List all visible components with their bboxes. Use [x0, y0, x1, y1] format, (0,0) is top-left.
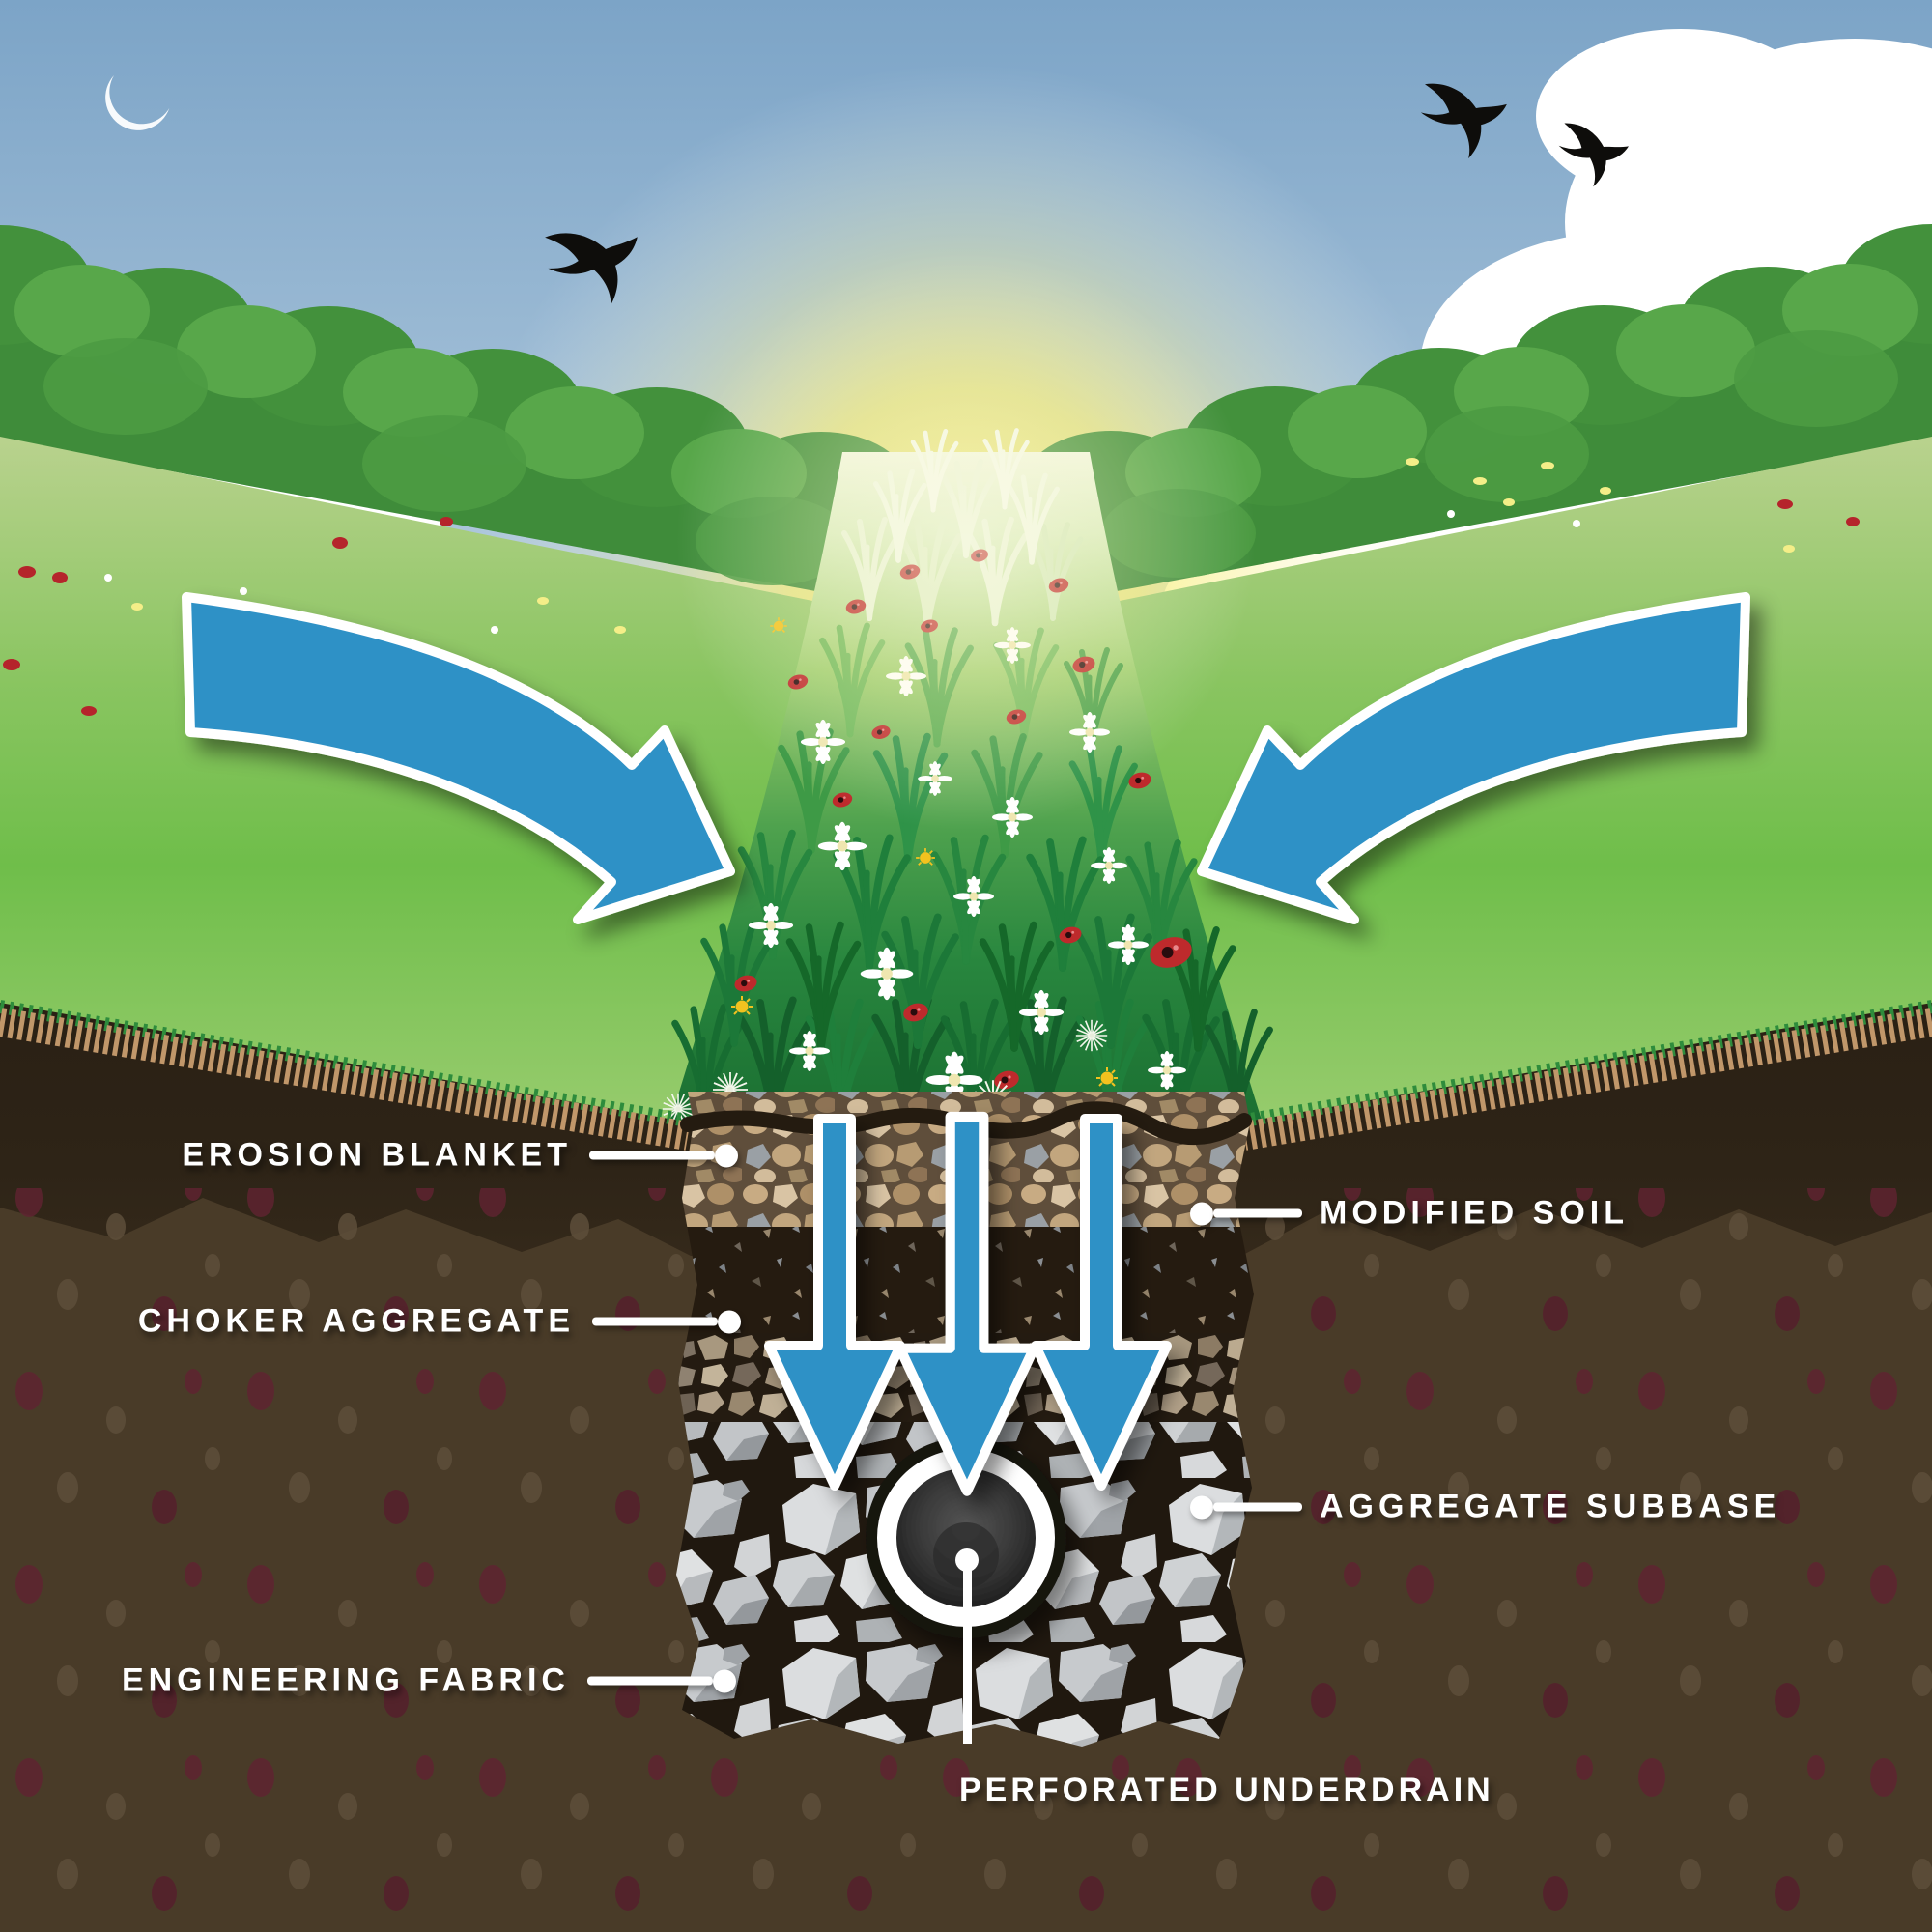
field-flowers: [3, 458, 1860, 748]
leader-dot: [1190, 1495, 1213, 1519]
callout-aggregate-subbase: AGGREGATE SUBBASE: [1190, 1489, 1780, 1526]
curved-blue-arrow-icon: [182, 592, 1750, 924]
down-blue-arrow-icon: [769, 1117, 1167, 1492]
perforated-underdrain-label: PERFORATED UNDERDRAIN: [959, 1772, 1494, 1808]
leader-dot: [713, 1669, 736, 1692]
leader-line: [1213, 1208, 1302, 1218]
engineering-fabric-label: ENGINEERING FABRIC: [121, 1662, 570, 1699]
erosion-blanket-label: EROSION BLANKET: [182, 1136, 572, 1174]
callout-modified-soil: MODIFIED SOIL: [1190, 1195, 1629, 1233]
pipe-circle-icon: [866, 1437, 1066, 1638]
leader-dot: [715, 1144, 738, 1167]
sun-haze: [676, 251, 1256, 831]
modified-soil-label: MODIFIED SOIL: [1320, 1194, 1629, 1232]
leader-dot: [1190, 1202, 1213, 1225]
leader-dot: [718, 1310, 741, 1333]
callout-engineering-fabric: ENGINEERING FABRIC: [122, 1662, 736, 1700]
aggregate-subbase-label: AGGREGATE SUBBASE: [1320, 1488, 1781, 1525]
leader-line: [963, 1560, 972, 1744]
callout-choker-aggregate: CHOKER AGGREGATE: [138, 1303, 741, 1341]
leader-line: [589, 1151, 715, 1160]
leader-line: [592, 1317, 718, 1326]
leader-line: [587, 1676, 713, 1686]
runoff-arrow-right: [1197, 592, 1750, 924]
leader-line: [1213, 1502, 1302, 1512]
root-fringe: [0, 1000, 1932, 1151]
choker-aggregate-label: CHOKER AGGREGATE: [137, 1302, 575, 1340]
runoff-arrow-left: [182, 592, 735, 924]
callout-erosion-blanket: EROSION BLANKET: [182, 1137, 738, 1175]
